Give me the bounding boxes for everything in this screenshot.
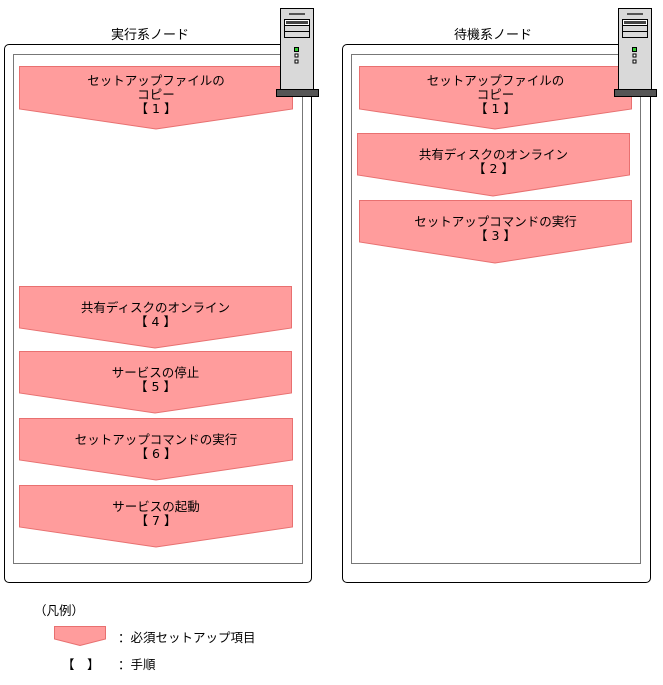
step-copy-setup-file: セットアップファイルの コピー 【 1 】 [359, 66, 632, 130]
step-number: 【 7 】 [135, 513, 177, 528]
step-arrow-shape [19, 286, 292, 349]
step-number: 【 5 】 [135, 379, 176, 394]
active-node-panel [4, 44, 312, 583]
step-label: セットアップコマンドの実行 [74, 432, 238, 447]
step-copy-setup-file: セットアップファイルの コピー 【 1 】 [19, 66, 293, 130]
step-arrow-shape [19, 418, 293, 481]
server-tower-icon [276, 7, 319, 97]
step-label: 共有ディスクのオンライン [80, 300, 231, 315]
standby-node-inner-panel [351, 54, 641, 564]
active-node-inner-panel [13, 54, 303, 564]
step-number: 【 2 】 [473, 161, 514, 176]
legend-step-arrow-icon [54, 626, 106, 647]
step-number: 【 3 】 [475, 228, 516, 243]
step-arrow-shape [19, 485, 293, 548]
step-label: 共有ディスクのオンライン [418, 147, 569, 162]
step-label-line2: コピー [137, 87, 175, 102]
step-shared-disk-online: 共有ディスクのオンライン 【 2 】 [357, 133, 630, 197]
node-title-standby: 待機系ノード [453, 28, 532, 43]
step-label-line2: コピー [476, 87, 515, 102]
step-start-service: サービスの起動 【 7 】 [19, 485, 293, 548]
step-number: 【 1 】 [475, 101, 516, 116]
step-arrow-shape [359, 66, 632, 130]
step-label: セットアップファイルの [426, 73, 565, 88]
step-label: セットアップファイルの [87, 73, 225, 88]
step-number: 【 1 】 [135, 101, 177, 116]
node-title-active: 実行系ノード [110, 28, 189, 43]
legend-required-setup-label: ：必須セットアップ項目 [118, 630, 256, 645]
step-label: サービスの停止 [111, 365, 200, 380]
step-number: 【 4 】 [135, 314, 176, 329]
step-arrow-shape [357, 133, 630, 197]
step-stop-service: サービスの停止 【 5 】 [19, 351, 292, 414]
legend-title: （凡例） [34, 603, 85, 618]
standby-node-panel [342, 44, 651, 583]
step-arrow-shape [19, 66, 293, 130]
step-run-setup-command: セットアップコマンドの実行 【 6 】 [19, 418, 293, 481]
legend-procedure-label: ：手順 [118, 657, 156, 672]
step-arrow-shape [19, 351, 292, 414]
server-tower-icon [614, 7, 657, 97]
step-label: サービスの起動 [112, 499, 200, 514]
step-run-setup-command: セットアップコマンドの実行 【 3 】 [359, 200, 632, 264]
legend-bracket-symbol: 【 】 [62, 657, 100, 672]
step-label: セットアップコマンドの実行 [414, 214, 577, 229]
step-arrow-shape [359, 200, 632, 264]
step-number: 【 6 】 [135, 446, 177, 461]
step-shared-disk-online: 共有ディスクのオンライン 【 4 】 [19, 286, 292, 349]
